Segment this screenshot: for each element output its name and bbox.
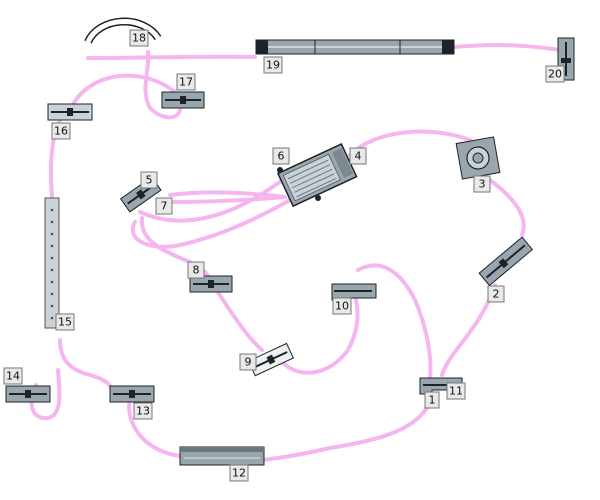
label-9: 9 [239, 353, 257, 371]
label-8: 8 [187, 261, 205, 279]
module-17 [161, 91, 205, 109]
module-6-dot [277, 167, 283, 173]
module-2 [478, 236, 534, 287]
module-19 [255, 39, 455, 55]
svg-text:6: 6 [278, 150, 285, 163]
connector-3-2 [488, 178, 526, 237]
svg-text:13: 13 [136, 405, 150, 418]
svg-text:17: 17 [179, 76, 193, 89]
connector-5-loop [130, 198, 292, 249]
label-1: 1 [424, 391, 440, 409]
label-18: 18 [129, 29, 149, 47]
connector-4-7 [168, 190, 287, 204]
connector-4-3 [348, 129, 472, 157]
module-14 [5, 385, 51, 403]
labels: 18 19 20 17 16 6 4 3 5 7 2 8 10 9 15 14 … [3, 29, 565, 482]
label-7: 7 [155, 197, 173, 215]
module-8 [189, 275, 233, 293]
svg-text:11: 11 [449, 385, 463, 398]
module-16 [47, 103, 93, 121]
connector-11-12 [260, 396, 434, 462]
svg-text:8: 8 [193, 264, 200, 277]
module-4 [276, 142, 358, 208]
connector-18-19 [86, 54, 257, 60]
svg-text:15: 15 [58, 316, 72, 329]
module-12 [179, 446, 265, 466]
label-11: 11 [446, 382, 466, 400]
svg-text:19: 19 [266, 59, 280, 72]
label-17: 17 [176, 73, 196, 91]
label-6: 6 [272, 147, 290, 165]
connector-15-14-13 [58, 338, 114, 392]
label-12: 12 [229, 464, 249, 482]
svg-text:20: 20 [548, 68, 562, 81]
module-4-dot [315, 195, 321, 201]
connector-18-17 [143, 50, 182, 120]
connector-16-17 [68, 73, 177, 112]
label-20: 20 [545, 65, 565, 83]
label-15: 15 [55, 313, 75, 331]
module-3 [455, 136, 501, 180]
svg-text:5: 5 [146, 174, 153, 187]
svg-text:12: 12 [232, 467, 246, 480]
label-13: 13 [133, 402, 153, 420]
svg-text:3: 3 [479, 178, 486, 191]
connector-2-11 [440, 283, 497, 377]
svg-text:9: 9 [245, 356, 252, 369]
connector-13-12 [127, 396, 182, 458]
label-3: 3 [473, 175, 491, 193]
svg-text:1: 1 [429, 394, 436, 407]
connector-5-4 [138, 176, 287, 223]
svg-text:14: 14 [6, 370, 20, 383]
label-4: 4 [349, 147, 367, 165]
module-15 [44, 197, 60, 329]
connector-19-20 [453, 43, 562, 52]
label-19: 19 [263, 56, 283, 74]
connector-8-9 [213, 286, 264, 352]
svg-text:10: 10 [335, 300, 349, 313]
label-16: 16 [51, 122, 71, 140]
svg-text:18: 18 [132, 32, 146, 45]
connector-9-10 [280, 298, 360, 375]
connector-10-11 [356, 263, 433, 380]
label-5: 5 [140, 171, 158, 189]
svg-text:16: 16 [54, 125, 68, 138]
module-10 [331, 283, 377, 301]
module-18 [84, 17, 162, 44]
label-10: 10 [332, 297, 352, 315]
svg-text:4: 4 [355, 150, 362, 163]
svg-text:7: 7 [161, 200, 168, 213]
module-13 [109, 385, 155, 403]
svg-text:2: 2 [493, 288, 500, 301]
label-2: 2 [487, 285, 505, 303]
label-14: 14 [3, 367, 23, 385]
